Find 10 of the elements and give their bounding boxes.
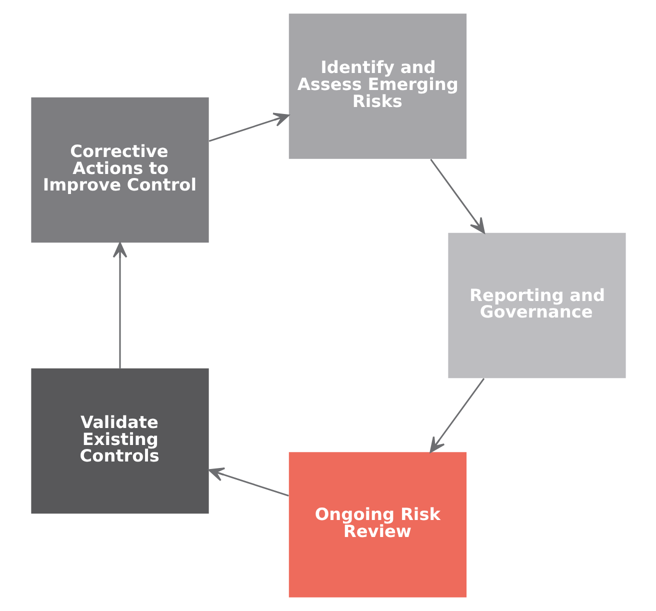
node-box: Corrective Actions to Improve Control: [30, 97, 208, 243]
arrow: [208, 467, 288, 497]
arrow: [430, 158, 484, 234]
node-box: Ongoing Risk Review: [288, 452, 466, 598]
node-box: Validate Existing Controls: [30, 368, 208, 514]
node-box: Identify and Assess Emerging Risks: [288, 14, 466, 159]
arrow: [208, 112, 289, 142]
node-box: Reporting and Governance: [448, 232, 626, 378]
arrow: [429, 378, 484, 453]
arrow: [112, 242, 127, 368]
